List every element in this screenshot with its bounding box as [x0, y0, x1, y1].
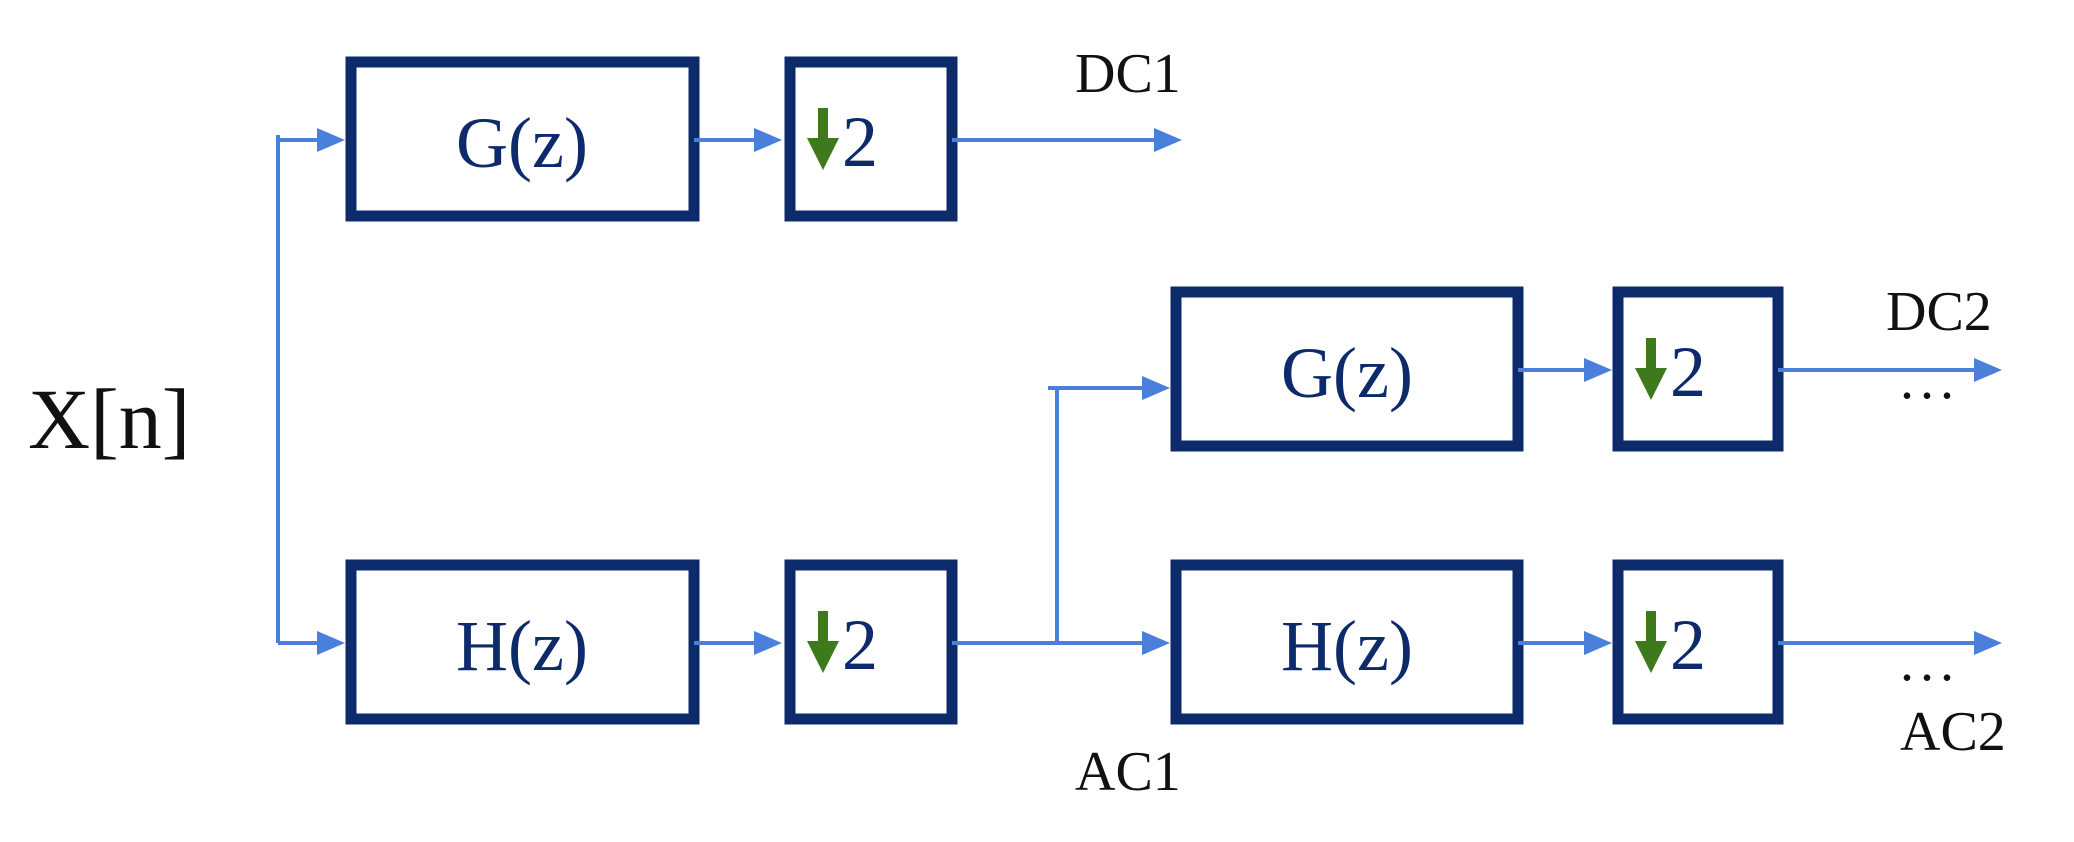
h-filter-stage1-label: H(z)	[456, 606, 588, 686]
h-filter-stage2: H(z)	[1170, 559, 1524, 725]
arrow-head-icon	[754, 631, 782, 655]
arrow-head-icon	[1142, 631, 1170, 655]
arrow-head-icon	[1142, 376, 1170, 400]
downsample-stage1-top: 2	[784, 56, 958, 222]
h-filter-stage2-label: H(z)	[1281, 606, 1413, 686]
arrow-head-icon	[1974, 631, 2002, 655]
down-arrow-icon	[807, 108, 839, 170]
arrow-head-icon	[1584, 631, 1612, 655]
downsample-factor: 2	[1670, 605, 1706, 685]
input-split-wires	[276, 128, 345, 655]
arrow-head-icon	[1974, 358, 2002, 382]
arrow-head-icon	[1154, 128, 1182, 152]
down-arrow-icon	[807, 611, 839, 673]
continuation-dots-bottom: ...	[1900, 631, 1960, 693]
g-filter-stage2-label: G(z)	[1281, 333, 1413, 413]
g-filter-stage1-label: G(z)	[456, 103, 588, 183]
down-arrow-icon	[1635, 338, 1667, 400]
output-ac2-label: AC2	[1900, 701, 2006, 763]
arrow-head-icon	[317, 631, 345, 655]
continuation-dots-top: ...	[1900, 349, 1960, 411]
arrow-head-icon	[754, 128, 782, 152]
arrow-head-icon	[1584, 358, 1612, 382]
output-dc1-label: DC1	[1075, 43, 1181, 105]
downsample-factor: 2	[842, 102, 878, 182]
down-arrow-icon	[1635, 611, 1667, 673]
downsample-stage2-bottom: 2	[1612, 559, 1784, 725]
input-label: X[n]	[28, 371, 190, 467]
output-dc2-label: DC2	[1886, 281, 1992, 343]
h-filter-stage1: H(z)	[345, 559, 700, 725]
output-ac1-label: AC1	[1075, 741, 1181, 803]
g-filter-stage1: G(z)	[345, 56, 700, 222]
stage2-split-wires	[952, 376, 1170, 655]
downsample-factor: 2	[1670, 332, 1706, 412]
g-filter-stage2: G(z)	[1170, 286, 1524, 452]
downsample-stage2-top: 2	[1612, 286, 1784, 452]
downsample-stage1-bottom: 2	[784, 559, 958, 725]
arrow-head-icon	[317, 128, 345, 152]
downsample-factor: 2	[842, 605, 878, 685]
